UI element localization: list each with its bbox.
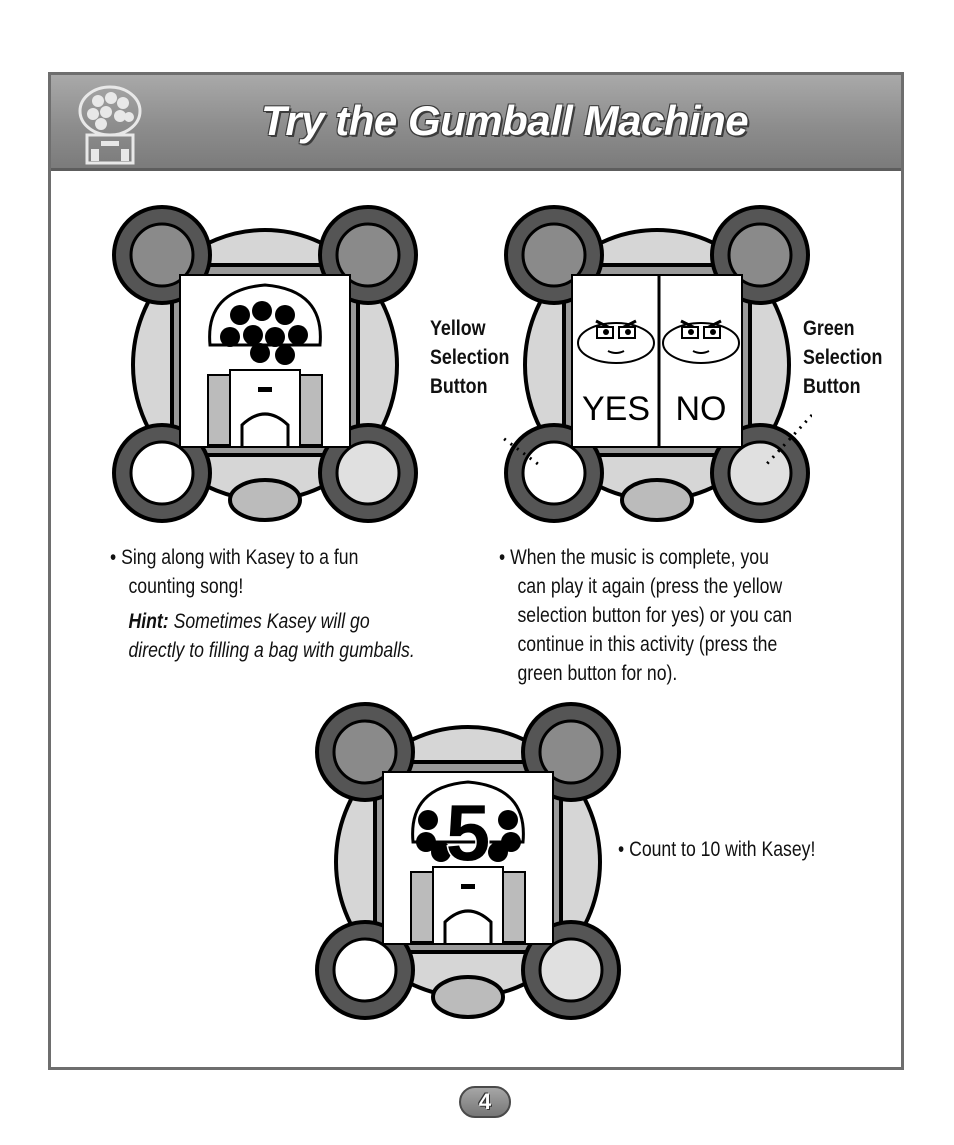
- bullet-text: green button for no).: [517, 662, 678, 685]
- bullet-text: continue in this activity (press the: [517, 633, 778, 656]
- yellow-button-callout: Yellow Selection Button: [430, 314, 509, 401]
- no-label: NO: [676, 390, 727, 428]
- green-selection-button: [727, 440, 793, 506]
- callout-line: Yellow: [430, 317, 486, 340]
- gumball-machine-icon: [71, 81, 149, 167]
- hint-text: Sometimes Kasey will go: [173, 610, 370, 633]
- page-title: Try the Gumball Machine: [261, 97, 749, 144]
- hint-line: Hint: Sometimes Kasey will go: [110, 607, 415, 636]
- bullet-text: counting song!: [128, 575, 244, 598]
- bullet-text: • When the music is complete, you: [499, 546, 769, 569]
- yellow-selection-button: [521, 440, 587, 506]
- gumball-machine-illustration: 5: [410, 780, 526, 945]
- face-icon-right: [662, 319, 740, 364]
- gumball-machine-illustration: [207, 283, 323, 448]
- bullet-text: can play it again (press the yellow: [517, 575, 783, 598]
- yes-label: YES: [582, 390, 650, 428]
- device-screen-count: 5: [313, 702, 623, 1022]
- device-screen-yes-no: YES NO: [502, 205, 812, 525]
- callout-line: Button: [430, 375, 488, 398]
- title-banner: Try the Gumball Machine: [51, 75, 901, 171]
- callout-line: Button: [803, 375, 861, 398]
- bullet-text: selection button for yes) or you can: [517, 604, 793, 627]
- callout-line: Selection: [803, 346, 883, 369]
- hint-text: directly to filling a bag with gumballs.: [128, 639, 415, 662]
- callout-line: Green: [803, 317, 855, 340]
- step-3-text: • Count to 10 with Kasey!: [618, 835, 815, 864]
- step-2-text: • When the music is complete, you can pl…: [499, 543, 792, 688]
- bullet-text: • Sing along with Kasey to a fun: [110, 546, 359, 569]
- hint-label: Hint:: [128, 610, 169, 633]
- device-screen-gumball: [110, 205, 420, 525]
- count-digit: 5: [446, 788, 491, 877]
- green-button-callout: Green Selection Button: [803, 314, 882, 401]
- bullet-text: • Count to 10 with Kasey!: [618, 838, 816, 861]
- page-number: 4: [459, 1086, 511, 1118]
- face-icon-left: [577, 319, 655, 364]
- callout-line: Selection: [430, 346, 510, 369]
- step-1-text: • Sing along with Kasey to a fun countin…: [110, 543, 415, 665]
